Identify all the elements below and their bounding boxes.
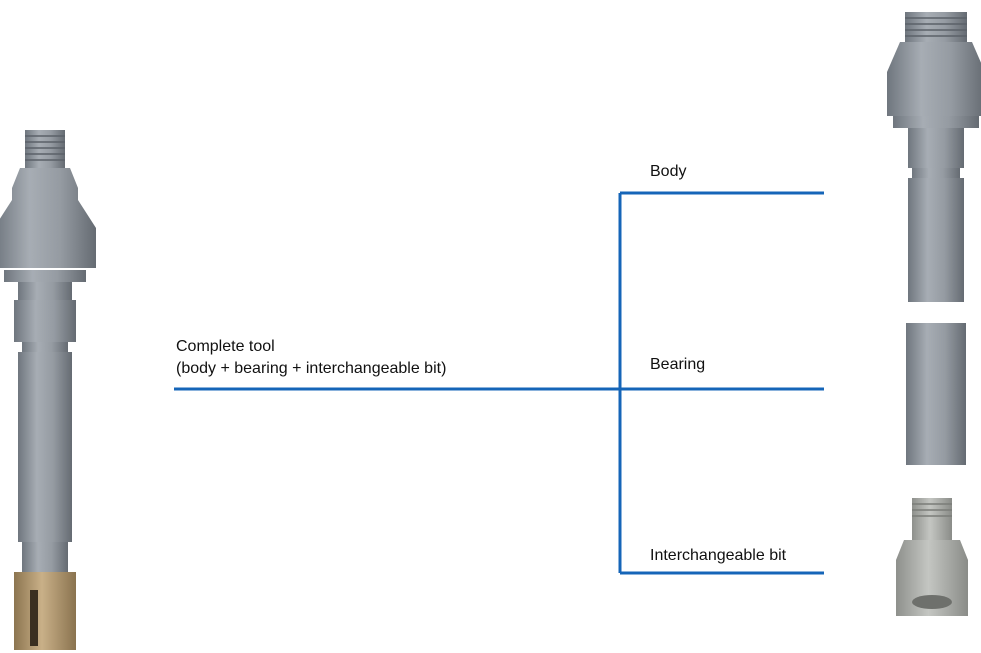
complete-tool-label: Complete tool (body + bearing + intercha… bbox=[176, 336, 446, 380]
connector-lines bbox=[174, 191, 824, 575]
body-part-image bbox=[887, 12, 981, 302]
bearing-label: Bearing bbox=[650, 356, 706, 373]
complete-tool-subtitle: (body + bearing + interchangeable bit) bbox=[176, 360, 447, 377]
bearing-part-image bbox=[906, 323, 966, 465]
bit-part-image bbox=[896, 498, 968, 616]
complete-tool-title: Complete tool bbox=[176, 338, 275, 355]
bit-label: Interchangeable bit bbox=[650, 547, 787, 564]
complete-tool-image bbox=[0, 130, 96, 650]
body-label: Body bbox=[650, 163, 687, 180]
